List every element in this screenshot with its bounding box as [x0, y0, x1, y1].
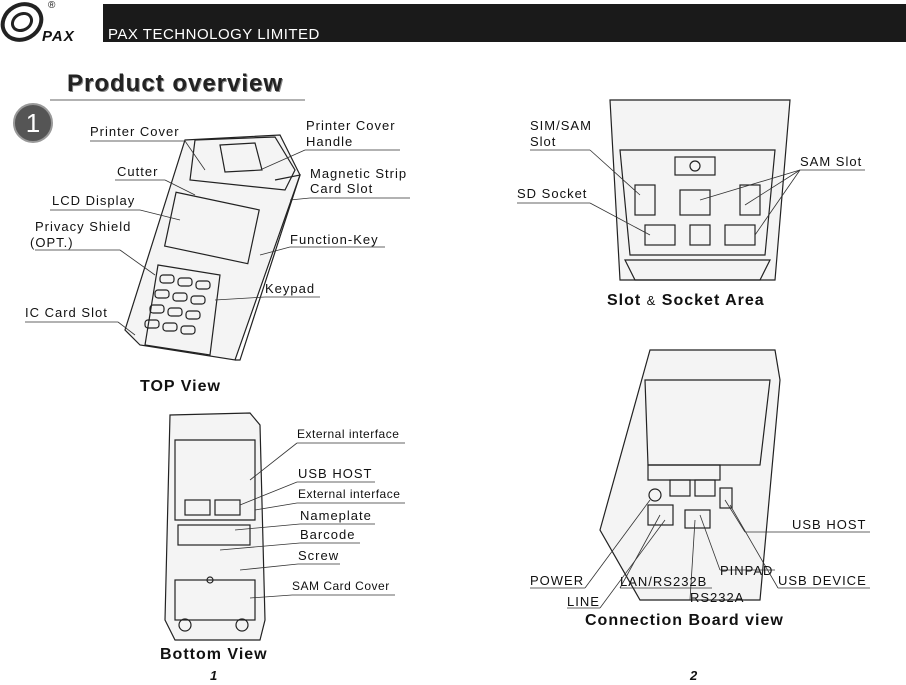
label-pinpad: PINPAD — [720, 563, 774, 578]
pax-logo-icon — [0, 2, 44, 42]
top-view-device — [124, 134, 301, 361]
label-privacy-shield-opt: (OPT.) — [30, 235, 74, 250]
label-sam-card-cover: SAM Card Cover — [292, 579, 390, 593]
caption-top-view: TOP View — [140, 378, 221, 395]
connection-board-device — [599, 349, 781, 601]
caption-connection-board: Connection Board view — [585, 612, 784, 629]
page-number-left: 1 — [210, 668, 218, 683]
caption-bottom-view: Bottom View — [160, 646, 268, 663]
label-printer-cover-handle-1: Printer Cover — [306, 118, 396, 133]
header-bar — [103, 4, 906, 42]
label-lan-rs232b: LAN/RS232B — [620, 574, 708, 589]
caption-slot-view: Slot & Socket Area — [607, 292, 765, 310]
label-sim-sam-slot: Slot — [530, 134, 557, 149]
registered-mark: ® — [48, 0, 56, 11]
caption-socket-area: Socket Area — [661, 292, 765, 309]
label-line: LINE — [567, 594, 600, 609]
label-nameplate: Nameplate — [300, 508, 372, 523]
label-usb-host-conn: USB HOST — [792, 517, 867, 532]
label-sam-slot: SAM Slot — [800, 154, 863, 169]
caption-amp: & — [646, 293, 657, 308]
label-barcode: Barcode — [300, 527, 356, 542]
label-magnetic-strip-2: Card Slot — [310, 181, 374, 196]
brand-name: PAX — [42, 28, 75, 45]
label-keypad: Keypad — [265, 281, 316, 296]
label-lcd-display: LCD Display — [52, 193, 136, 208]
slot-view-device — [609, 99, 791, 281]
label-cutter: Cutter — [117, 164, 159, 179]
page-number-right: 2 — [690, 668, 698, 683]
label-external-interface-1: External interface — [297, 427, 400, 441]
page-title: Product overview — [67, 70, 284, 97]
label-magnetic-strip-1: Magnetic Strip — [310, 166, 408, 181]
label-sd-socket: SD Socket — [517, 186, 588, 201]
company-name: PAX TECHNOLOGY LIMITED — [108, 26, 320, 43]
label-sim-sam: SIM/SAM — [530, 118, 592, 133]
label-rs232a: RS232A — [690, 590, 745, 605]
label-usb-host-bottom: USB HOST — [298, 466, 373, 481]
label-printer-cover-handle-2: Handle — [306, 134, 354, 149]
section-number: 1 — [13, 103, 53, 143]
label-external-interface-2: External interface — [298, 487, 401, 501]
label-ic-card-slot: IC Card Slot — [25, 305, 108, 320]
label-printer-cover: Printer Cover — [90, 124, 180, 139]
bottom-view-device — [164, 412, 266, 641]
label-function-key: Function-Key — [290, 232, 379, 247]
pax-logo: ® PAX — [0, 0, 100, 45]
label-usb-device: USB DEVICE — [778, 573, 867, 588]
label-power: POWER — [530, 573, 585, 588]
label-privacy-shield: Privacy Shield — [35, 219, 132, 234]
label-screw: Screw — [298, 548, 340, 563]
caption-slot: Slot — [607, 292, 642, 309]
